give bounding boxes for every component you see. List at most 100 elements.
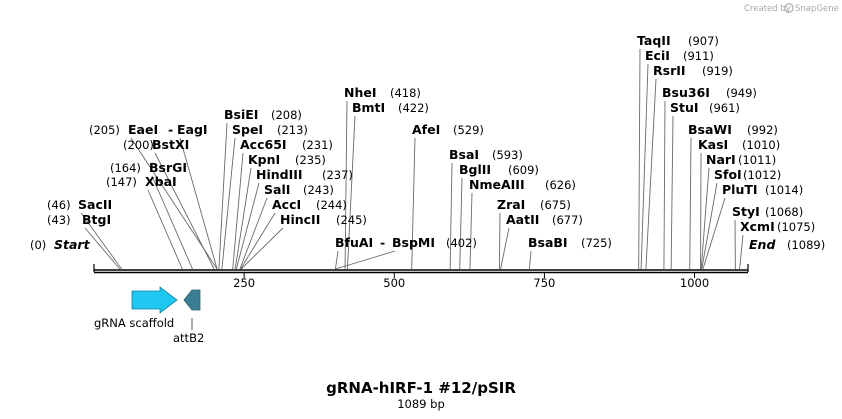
start-label: (0) Start	[30, 237, 91, 252]
site-xbai[interactable]: XbaI(147)	[106, 174, 177, 189]
site-acci[interactable]: AccI(244)	[272, 197, 347, 212]
connector-nari	[700, 167, 710, 270]
connector-ecii	[640, 63, 649, 270]
end-pos: (1089)	[787, 238, 825, 252]
site-name: ZraI	[497, 197, 525, 212]
site-position: (911)	[683, 49, 714, 63]
site-zrai[interactable]: ZraI(675)	[497, 197, 571, 212]
site-acc65i[interactable]: Acc65I (231)	[240, 137, 333, 152]
site-name: BsrGI	[149, 160, 187, 175]
site-btgi[interactable]: BtgI(43)	[47, 212, 111, 227]
site-position: (237)	[322, 168, 353, 182]
connector-hindiii	[235, 182, 260, 270]
site-bsabi[interactable]: BsaBI(725)	[528, 235, 612, 250]
site-bspmi[interactable]: BspMI(402)	[392, 235, 477, 250]
sequence-backbone	[93, 264, 749, 274]
site-position: (245)	[336, 213, 367, 227]
connector-nmeaiii	[469, 192, 473, 270]
site-position: (244)	[316, 198, 347, 212]
site-sfoi[interactable]: SfoI(1012)	[714, 167, 781, 182]
site-name: KasI	[698, 137, 728, 152]
scale-tick-label: 1000	[680, 276, 709, 290]
site-bglii[interactable]: BglII (609)	[459, 162, 539, 177]
site-sali[interactable]: SalI(243)	[264, 182, 334, 197]
site-position: (609)	[508, 163, 539, 177]
site-rsrii[interactable]: RsrII (919)	[653, 63, 733, 78]
site-position: (919)	[702, 64, 733, 78]
site-nhei[interactable]: NheI(418)	[344, 85, 421, 100]
site-name: SacII	[78, 197, 112, 212]
connector-bsiei	[218, 122, 228, 270]
site-bsiei[interactable]: BsiEI(208)	[224, 107, 302, 122]
site-bmti[interactable]: BmtI(422)	[352, 100, 429, 115]
site-name: RsrII	[653, 63, 686, 78]
site-kasi[interactable]: KasI(1010)	[698, 137, 780, 152]
site-nari[interactable]: NarI(1011)	[706, 152, 776, 167]
connector-pluti	[702, 197, 726, 270]
site-position: (231)	[302, 138, 333, 152]
connector-btgi	[84, 227, 121, 270]
site-aatii[interactable]: AatII(677)	[506, 212, 583, 227]
site-name: SalI	[264, 182, 290, 197]
site-nmeaiii[interactable]: NmeAIII(626)	[469, 177, 576, 192]
connector-kpni	[234, 167, 252, 270]
site-hindiii[interactable]: HindIII(237)	[256, 167, 353, 182]
site-afei[interactable]: AfeI(529)	[412, 122, 484, 137]
connector-xcmi	[739, 234, 744, 270]
end-name: End	[749, 237, 776, 252]
site-name: Acc65I	[240, 137, 287, 152]
site-position: (200)	[123, 138, 154, 152]
site-bsrgi[interactable]: BsrGI (164)	[110, 160, 187, 175]
site-name: NarI	[706, 152, 736, 167]
connector-bspmi	[335, 250, 396, 270]
site-name: StuI	[670, 100, 699, 115]
site-bsawi[interactable]: BsaWI(992)	[688, 122, 778, 137]
site-eaei[interactable]: EaeI(205)	[89, 122, 158, 137]
site-bstxi[interactable]: BstXI(200)	[123, 137, 189, 152]
site-position: (593)	[492, 148, 523, 162]
site-name: SfoI	[714, 167, 742, 182]
scale-tick-label: 750	[533, 276, 555, 290]
site-name: SpeI	[232, 122, 263, 137]
site-position: (147)	[106, 175, 137, 189]
site-ecii[interactable]: EciI (911)	[645, 48, 714, 63]
connector-bsu36i	[663, 100, 666, 270]
grna-scaffold-arrow-icon[interactable]	[131, 286, 178, 314]
feature-grna-scaffold[interactable]: gRNA scaffold	[94, 286, 178, 330]
site-bsai[interactable]: BsaI(593)	[449, 147, 523, 162]
site-styi[interactable]: StyI(1068)	[732, 204, 803, 219]
site-eagi[interactable]: EagI	[177, 122, 208, 137]
site-connectors	[80, 48, 744, 270]
site-position: (1014)	[765, 183, 803, 197]
site-sacii[interactable]: SacII(46)	[47, 197, 112, 212]
site-name: BglII	[459, 162, 491, 177]
site-spei[interactable]: SpeI(213)	[232, 122, 308, 137]
site-pluti[interactable]: PluTI (1014)	[722, 182, 803, 197]
site-name: XcmI	[740, 219, 775, 234]
site-name: StyI	[732, 204, 760, 219]
connector-sali	[239, 197, 268, 270]
connector-bsawi	[689, 137, 692, 270]
site-stui[interactable]: StuI(961)	[670, 100, 740, 115]
feature-attb2[interactable]: attB2	[173, 289, 204, 345]
site-name: AfeI	[412, 122, 440, 137]
site-position: (235)	[295, 153, 326, 167]
attb2-arrow-icon[interactable]	[183, 289, 201, 311]
site-xcmi[interactable]: XcmI(1075)	[740, 219, 815, 234]
connector-rsrii	[645, 78, 657, 270]
site-position: (992)	[747, 123, 778, 137]
site-bsu36i[interactable]: Bsu36I(949)	[662, 85, 757, 100]
site-position: (422)	[398, 101, 429, 115]
site-kpni[interactable]: KpnI(235)	[248, 152, 326, 167]
site-name: PluTI	[722, 182, 758, 197]
site-name: NmeAIII	[469, 177, 525, 192]
site-hincii[interactable]: HincII(245)	[280, 212, 367, 227]
site-name: EciI	[645, 48, 670, 63]
site-name: AatII	[506, 212, 539, 227]
site-bfuai[interactable]: BfuAI	[335, 235, 373, 250]
connector-bsrgi	[151, 175, 193, 270]
site-position: (164)	[110, 161, 141, 175]
site-taqii[interactable]: TaqII(907)	[637, 33, 719, 48]
